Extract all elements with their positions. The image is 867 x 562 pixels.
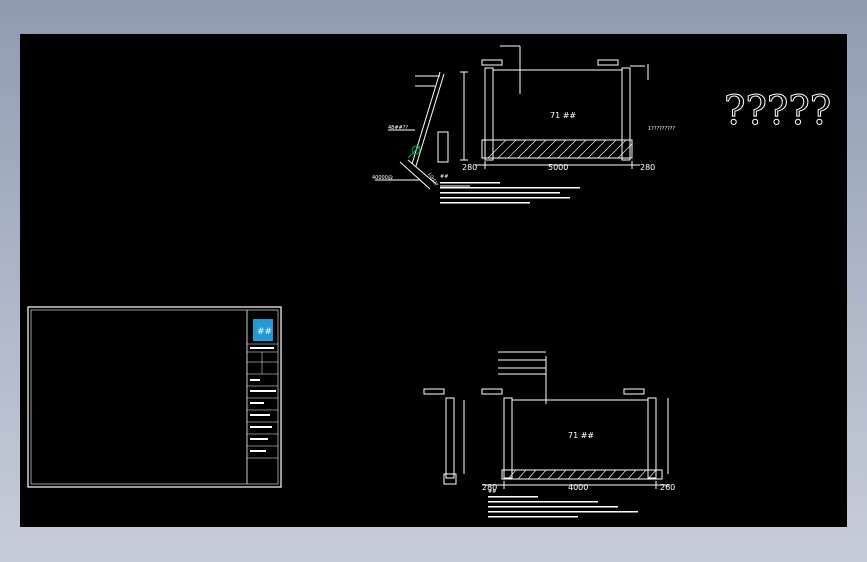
title-block-frame	[27, 306, 282, 488]
unresolved-font-glyphs: ?????	[724, 88, 831, 134]
cad-drawing-viewport[interactable]: 71 ## 280 5000 280 48##?? L0d?? 40000@ 1…	[20, 34, 847, 527]
view2-left-post-outer	[445, 397, 455, 479]
elevation-view-1	[375, 45, 649, 190]
view1-side-label-b: L0d??	[426, 172, 439, 188]
view2-notes-title: ##	[488, 489, 496, 495]
view1-green-marker	[411, 145, 421, 155]
view2-right-post	[647, 397, 657, 479]
company-logo	[253, 319, 273, 341]
view2-dim-mid: 4000	[568, 483, 588, 492]
company-logo-text: ##	[257, 327, 272, 337]
view1-left-post	[484, 67, 494, 161]
view1-base-slab	[481, 139, 633, 159]
view1-right-note: 1?????????	[648, 126, 675, 132]
view2-dim-right: 260	[660, 483, 675, 492]
elevation-view-2	[423, 351, 670, 489]
view1-right-post	[621, 67, 631, 161]
view2-center-label: 71 ##	[568, 431, 594, 440]
view1-dim-left: 280	[462, 163, 477, 172]
view1-side-label-c: 40000@	[372, 175, 393, 181]
view2-dim-left: 280	[482, 483, 497, 492]
view2-notes-lines	[488, 496, 638, 518]
view1-center-label: 71 ##	[550, 111, 576, 120]
title-block-text-lines	[250, 347, 276, 452]
view1-notes-title: ##	[440, 174, 448, 180]
view1-hatch	[487, 139, 633, 159]
view1-dim-mid: 5000	[548, 163, 568, 172]
view2-base-slab	[501, 469, 663, 480]
view1-side-label-a: 48##??	[388, 125, 408, 131]
view2-left-post	[503, 397, 513, 479]
view1-dim-right: 280	[640, 163, 655, 172]
cad-drawing-canvas[interactable]: 71 ## 280 5000 280 48##?? L0d?? 40000@ 1…	[20, 34, 847, 527]
view1-notes-lines	[440, 182, 580, 204]
drawing-border	[27, 306, 282, 488]
